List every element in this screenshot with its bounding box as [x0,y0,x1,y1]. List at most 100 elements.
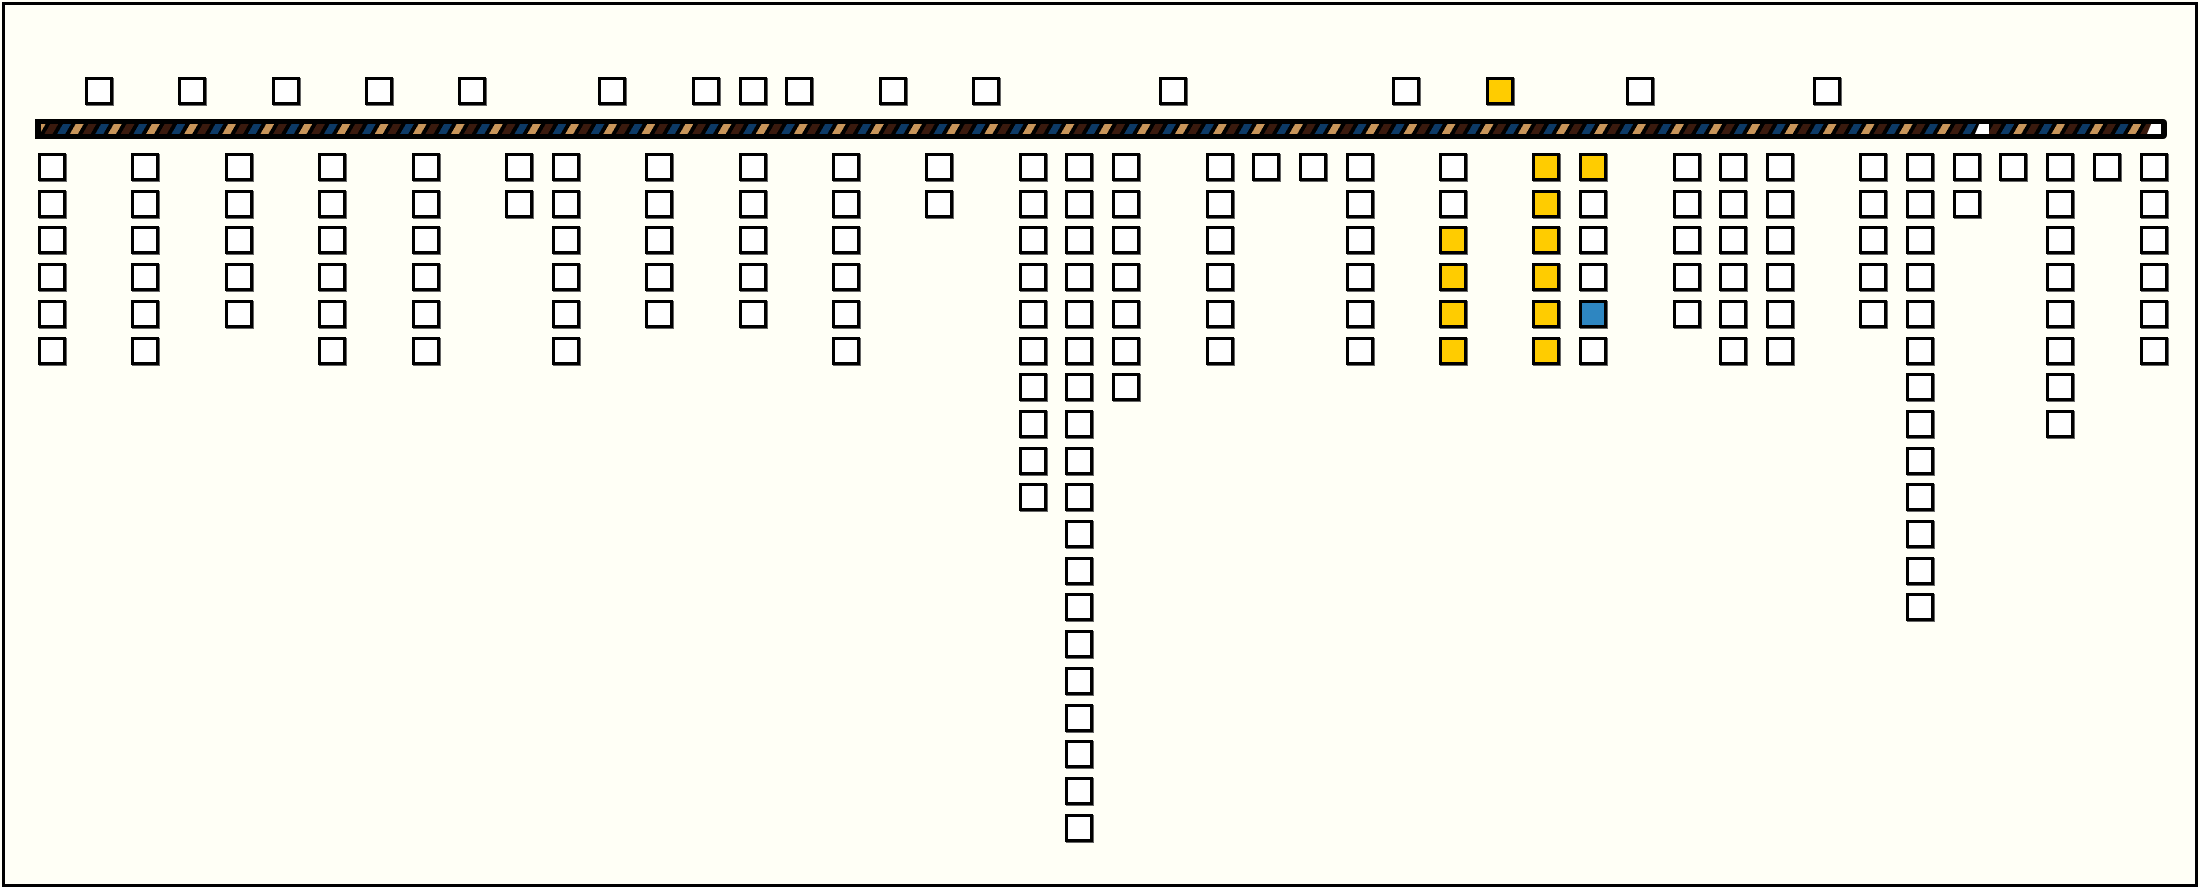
column-cell-empty[interactable] [1206,263,1234,291]
top-cell-empty[interactable] [85,77,113,105]
top-cell-yellow[interactable] [1486,77,1514,105]
column-cell-empty[interactable] [131,153,159,181]
column-cell-empty[interactable] [1065,373,1093,401]
column-cell-empty[interactable] [925,153,953,181]
column-cell-empty[interactable] [1019,410,1047,438]
column-cell-empty[interactable] [225,300,253,328]
column-cell-empty[interactable] [1065,740,1093,768]
column-cell-empty[interactable] [318,337,346,365]
column-cell-empty[interactable] [1906,410,1934,438]
column-cell-empty[interactable] [832,153,860,181]
column-cell-empty[interactable] [38,300,66,328]
column-cell-yellow[interactable] [1439,263,1467,291]
column-cell-empty[interactable] [1906,483,1934,511]
top-cell-empty[interactable] [458,77,486,105]
column-cell-empty[interactable] [645,190,673,218]
column-cell-empty[interactable] [1112,263,1140,291]
column-cell-empty[interactable] [1299,153,1327,181]
column-cell-empty[interactable] [1206,190,1234,218]
column-cell-empty[interactable] [2140,153,2168,181]
column-cell-yellow[interactable] [1532,337,1560,365]
column-cell-empty[interactable] [412,263,440,291]
column-cell-empty[interactable] [1065,630,1093,658]
column-cell-empty[interactable] [552,263,580,291]
top-cell-empty[interactable] [178,77,206,105]
column-cell-empty[interactable] [1065,226,1093,254]
column-cell-empty[interactable] [1065,704,1093,732]
top-cell-empty[interactable] [1392,77,1420,105]
top-cell-empty[interactable] [972,77,1000,105]
top-cell-empty[interactable] [692,77,720,105]
column-cell-empty[interactable] [1579,337,1607,365]
column-cell-empty[interactable] [1019,373,1047,401]
column-cell-empty[interactable] [1065,410,1093,438]
column-cell-empty[interactable] [2140,190,2168,218]
column-cell-empty[interactable] [1065,190,1093,218]
column-cell-empty[interactable] [131,226,159,254]
column-cell-empty[interactable] [1719,300,1747,328]
column-cell-empty[interactable] [2046,226,2074,254]
column-cell-empty[interactable] [1673,300,1701,328]
column-cell-empty[interactable] [131,190,159,218]
column-cell-empty[interactable] [1019,483,1047,511]
column-cell-empty[interactable] [1673,153,1701,181]
top-cell-empty[interactable] [598,77,626,105]
column-cell-empty[interactable] [1579,190,1607,218]
column-cell-yellow[interactable] [1532,300,1560,328]
column-cell-blue[interactable] [1579,300,1607,328]
column-cell-empty[interactable] [2140,263,2168,291]
column-cell-empty[interactable] [131,337,159,365]
column-cell-empty[interactable] [1019,263,1047,291]
column-cell-empty[interactable] [1112,153,1140,181]
column-cell-empty[interactable] [2093,153,2121,181]
column-cell-empty[interactable] [131,263,159,291]
column-cell-empty[interactable] [225,263,253,291]
column-cell-empty[interactable] [2046,263,2074,291]
column-cell-empty[interactable] [832,263,860,291]
top-cell-empty[interactable] [785,77,813,105]
column-cell-empty[interactable] [1065,777,1093,805]
column-cell-empty[interactable] [1065,557,1093,585]
column-cell-empty[interactable] [832,226,860,254]
column-cell-empty[interactable] [1065,520,1093,548]
top-cell-empty[interactable] [1626,77,1654,105]
column-cell-empty[interactable] [2046,190,2074,218]
column-cell-empty[interactable] [739,190,767,218]
column-cell-empty[interactable] [2140,300,2168,328]
column-cell-empty[interactable] [645,263,673,291]
column-cell-empty[interactable] [412,226,440,254]
column-cell-empty[interactable] [38,190,66,218]
column-cell-empty[interactable] [412,190,440,218]
column-cell-empty[interactable] [1673,190,1701,218]
column-cell-empty[interactable] [1065,483,1093,511]
column-cell-empty[interactable] [318,153,346,181]
column-cell-empty[interactable] [225,153,253,181]
column-cell-empty[interactable] [1439,190,1467,218]
column-cell-empty[interactable] [1019,226,1047,254]
column-cell-empty[interactable] [38,226,66,254]
column-cell-empty[interactable] [1112,373,1140,401]
column-cell-yellow[interactable] [1532,190,1560,218]
column-cell-empty[interactable] [1673,226,1701,254]
column-cell-empty[interactable] [1766,190,1794,218]
column-cell-empty[interactable] [1065,153,1093,181]
column-cell-empty[interactable] [1859,153,1887,181]
column-cell-empty[interactable] [412,153,440,181]
top-cell-empty[interactable] [365,77,393,105]
column-cell-empty[interactable] [1719,263,1747,291]
column-cell-empty[interactable] [38,337,66,365]
top-cell-empty[interactable] [1159,77,1187,105]
column-cell-empty[interactable] [1859,300,1887,328]
column-cell-empty[interactable] [1906,557,1934,585]
column-cell-empty[interactable] [505,153,533,181]
column-cell-yellow[interactable] [1439,226,1467,254]
column-cell-empty[interactable] [552,190,580,218]
column-cell-empty[interactable] [2046,300,2074,328]
column-cell-empty[interactable] [1906,337,1934,365]
column-cell-empty[interactable] [318,300,346,328]
column-cell-empty[interactable] [1346,226,1374,254]
column-cell-empty[interactable] [1953,153,1981,181]
top-cell-empty[interactable] [272,77,300,105]
column-cell-empty[interactable] [2046,410,2074,438]
column-cell-empty[interactable] [1065,337,1093,365]
